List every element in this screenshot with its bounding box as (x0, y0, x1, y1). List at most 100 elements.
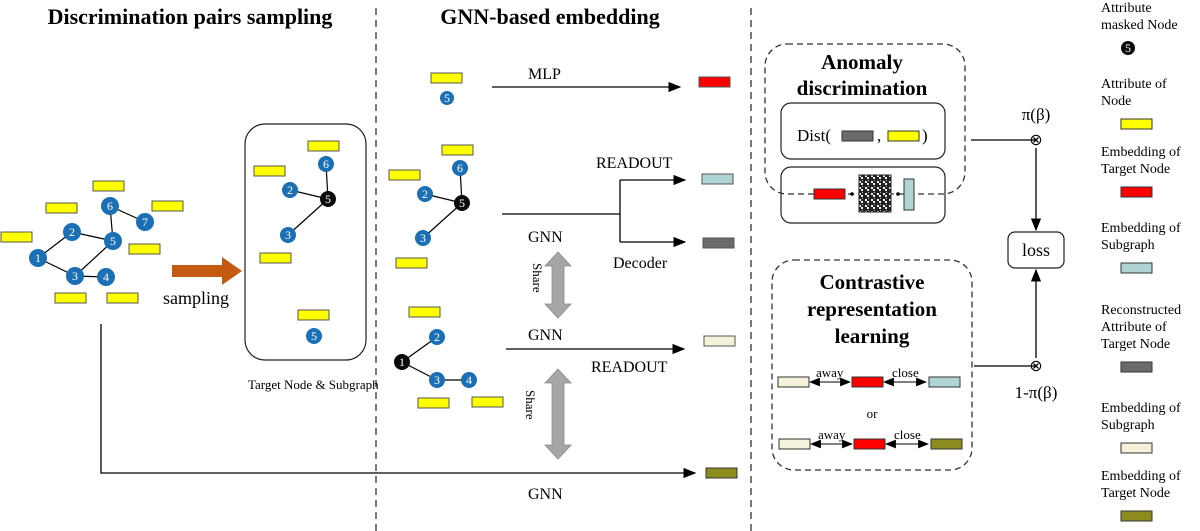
full-graph: 1 2 3 4 5 6 7 (0, 180, 184, 304)
bilinear-box (780, 166, 946, 224)
svg-text:4: 4 (103, 270, 109, 284)
sampling-arrow-icon (172, 257, 242, 285)
bilinear-target-swatch (813, 188, 846, 200)
share-arrow-icon (544, 368, 572, 460)
dist-label: Dist( (797, 126, 831, 145)
loss-box (1007, 231, 1065, 269)
target-node-embedding-olive (705, 467, 738, 479)
contrastive-title-line1: Contrastive (820, 270, 925, 294)
svg-text:2: 2 (287, 183, 293, 197)
graph-node-5: 5 (104, 232, 122, 250)
svg-text:3: 3 (434, 373, 440, 387)
contrastive-neg-swatch (777, 376, 810, 388)
legend-swatch (1120, 510, 1153, 522)
graph-node-6: 6 (101, 197, 119, 215)
share-label-1: Share (530, 263, 545, 293)
legend-swatch (1120, 118, 1153, 130)
subgraph-target-node-5: 5 (320, 191, 336, 207)
svg-text:2: 2 (422, 187, 428, 201)
legend-swatch (1120, 442, 1153, 454)
close-label: close (892, 365, 919, 380)
negative-subgraph-input: 1 2 3 4 (394, 306, 504, 409)
dist-close: ) (922, 126, 928, 145)
svg-text:7: 7 (142, 215, 148, 229)
gnn-label-2: GNN (528, 327, 563, 344)
or-label: or (867, 406, 879, 421)
sampled-subgraph: 6 2 5 3 5 (253, 140, 340, 344)
legend-label: Attribute of (1101, 320, 1167, 335)
readout-label-2: READOUT (591, 359, 668, 376)
loss-label: loss (1022, 240, 1050, 260)
attribute-bar (54, 292, 87, 304)
legend-label: Attribute (1101, 1, 1152, 16)
multiply-icon-bottom: ⊗ (1029, 358, 1042, 375)
dist-reconstructed-swatch (841, 130, 874, 142)
legend-item: Embedding of Target Node (1101, 145, 1181, 198)
contrastive-target-swatch (851, 376, 884, 388)
legend-label: Target Node (1101, 162, 1170, 177)
masked-node-swatch (1121, 41, 1135, 55)
svg-text:5: 5 (311, 329, 317, 343)
gnn-label-bottom: GNN (528, 486, 563, 503)
decoder-label: Decoder (613, 255, 668, 272)
graph-node-4: 4 (97, 268, 115, 286)
attribute-bar (151, 200, 184, 212)
contrastive-neg-swatch (778, 438, 811, 450)
mlp-label: MLP (528, 66, 561, 83)
close-label: close (894, 427, 921, 442)
attribute-bar (106, 292, 139, 304)
negative-subgraph-embedding (703, 335, 736, 347)
svg-text:5: 5 (444, 91, 450, 105)
graph-node-7: 7 (136, 213, 154, 231)
weight-bottom-label: 1-π(β) (1015, 383, 1058, 402)
away-label: away (816, 365, 844, 380)
section-title-embedding: GNN-based embedding (440, 4, 659, 29)
legend-label: Node (1101, 94, 1131, 109)
subgraph-input: 6 2 5 3 (388, 144, 474, 269)
contrastive-pos-swatch (928, 376, 961, 388)
graph-node-2: 2 (63, 223, 81, 241)
attribute-bar (128, 243, 161, 255)
subgraph-node-2: 2 (282, 182, 298, 198)
weight-top-label: π(β) (1022, 105, 1051, 124)
dist-box (780, 102, 946, 160)
legend-swatch (1120, 186, 1153, 198)
reconstructed-attribute (702, 237, 735, 249)
mlp-input-node-5: 5 (440, 91, 454, 105)
contrastive-title-line2: representation (807, 297, 937, 321)
subgraph-box (244, 123, 367, 361)
attribute-bar (430, 72, 463, 84)
dist-comma: , (877, 126, 881, 145)
masked-node-number: 5 (1125, 41, 1131, 55)
anomaly-title-line1: Anomaly (821, 50, 903, 74)
share-arrow-icon (544, 251, 572, 319)
legend-label: masked Node (1101, 18, 1178, 33)
legend-label: Embedding of (1101, 221, 1181, 236)
multiply-icon-top: ⊗ (1029, 132, 1042, 149)
target-node-embedding (698, 76, 731, 88)
subgraph-embedding (701, 173, 734, 185)
graph-node-3: 3 (66, 267, 84, 285)
svg-text:3: 3 (285, 228, 291, 242)
svg-text:6: 6 (323, 157, 329, 171)
legend-label: Embedding of (1101, 469, 1181, 484)
attribute-bar (0, 231, 33, 243)
contrastive-target-swatch (853, 438, 886, 450)
weight-matrix-icon (858, 174, 892, 213)
svg-text:6: 6 (457, 161, 463, 175)
legend-item: Embedding of Target Node (1101, 469, 1181, 522)
legend-label: Target Node (1101, 337, 1170, 352)
legend-label: Subgraph (1101, 418, 1155, 433)
anomaly-title-line2: discrimination (797, 76, 928, 100)
legend-item: Attribute masked Node 5 (1101, 1, 1178, 55)
contrastive-learning-box (771, 259, 973, 471)
gnn-label: GNN (528, 229, 563, 246)
legend-label: Embedding of (1101, 145, 1181, 160)
legend-label: Target Node (1101, 486, 1170, 501)
graph-node-1: 1 (29, 249, 47, 267)
subgraph-node-6: 6 (318, 156, 334, 172)
